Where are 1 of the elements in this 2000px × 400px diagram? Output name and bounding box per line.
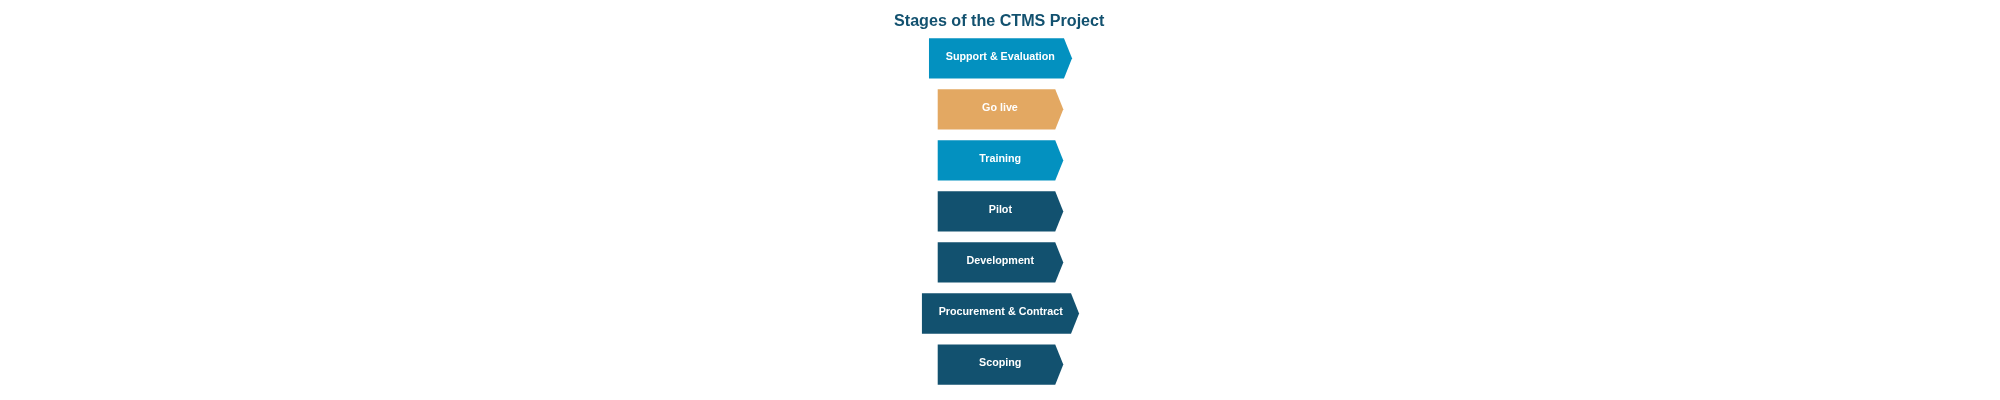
diagram-title: Stages of the CTMS Project — [893, 11, 1104, 30]
